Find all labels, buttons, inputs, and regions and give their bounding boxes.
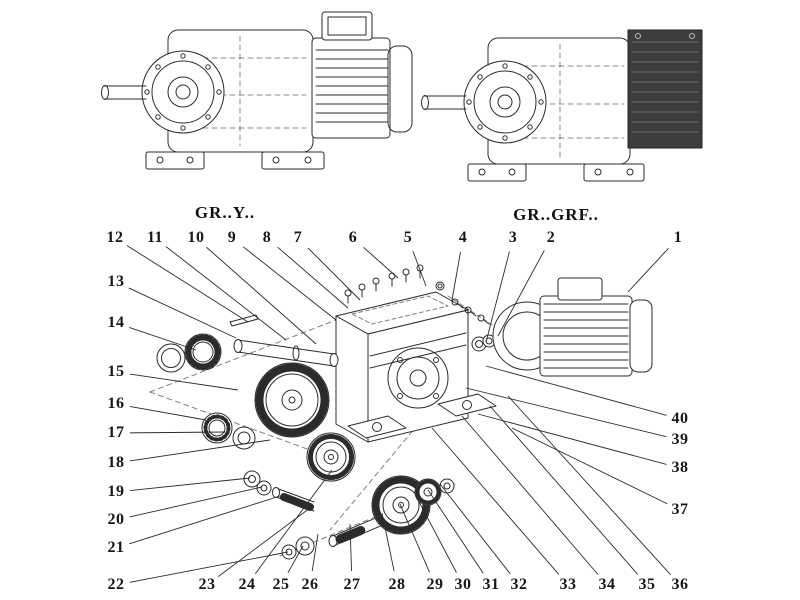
leader-line-26 (311, 533, 319, 572)
callout-number-5: 5 (403, 229, 413, 246)
callout-number-13: 13 (107, 273, 125, 290)
callout-number-9: 9 (227, 229, 237, 246)
leader-line-24 (254, 469, 333, 575)
leader-line-28 (381, 512, 395, 572)
leader-line-33 (431, 427, 560, 575)
callout-number-34: 34 (598, 576, 616, 593)
leader-line-9 (242, 246, 337, 321)
leader-line-25 (287, 545, 304, 574)
callout-number-7: 7 (293, 229, 303, 246)
leader-line-10 (206, 246, 317, 345)
callout-number-15: 15 (107, 363, 125, 380)
leader-line-4 (451, 251, 461, 301)
callout-number-17: 17 (107, 424, 125, 441)
leader-line-30 (415, 495, 457, 573)
leader-line-39 (465, 387, 667, 438)
large-gear (254, 362, 330, 438)
variant-label-gr-y: GR..Y.. (194, 203, 256, 222)
leader-line-37 (511, 427, 668, 505)
leader-line-18 (129, 439, 271, 462)
callout-number-19: 19 (107, 483, 125, 500)
leader-line-36 (507, 395, 671, 575)
callout-number-35: 35 (638, 576, 656, 593)
callout-number-33: 33 (559, 576, 577, 593)
callout-number-25: 25 (272, 576, 290, 593)
callout-number-18: 18 (107, 454, 125, 471)
callout-number-1: 1 (673, 229, 683, 246)
leader-line-13 (128, 287, 237, 339)
exploded-motor (471, 277, 653, 377)
callout-number-10: 10 (187, 229, 205, 246)
leader-line-27 (349, 523, 352, 572)
callout-number-31: 31 (482, 576, 500, 593)
callout-number-30: 30 (454, 576, 472, 593)
leader-line-29 (399, 503, 430, 573)
callout-number-6: 6 (348, 229, 358, 246)
compact-drive-block (627, 29, 703, 149)
leader-line-23 (217, 507, 311, 577)
callout-number-8: 8 (262, 229, 272, 246)
leader-line-14 (129, 327, 197, 351)
callout-number-27: 27 (343, 576, 361, 593)
callout-number-11: 11 (146, 229, 164, 246)
flange-bolts (447, 295, 501, 331)
leader-line-15 (129, 373, 239, 391)
callout-number-37: 37 (671, 501, 689, 518)
leader-line-22 (129, 551, 289, 583)
leader-line-1 (627, 247, 669, 293)
leader-line-5 (412, 250, 427, 287)
leader-line-6 (363, 246, 399, 279)
callout-number-23: 23 (198, 576, 216, 593)
callout-number-21: 21 (107, 539, 125, 556)
variant-label-gr-grf: GR..GRF.. (513, 205, 599, 224)
leader-line-31 (427, 489, 484, 574)
leader-line-32 (439, 483, 511, 575)
callout-number-16: 16 (107, 395, 125, 412)
leader-line-8 (277, 246, 349, 309)
leader-line-16 (129, 406, 207, 421)
callout-number-39: 39 (671, 431, 689, 448)
input-shaft (229, 314, 339, 367)
leader-line-21 (129, 495, 281, 545)
callout-number-32: 32 (510, 576, 528, 593)
callout-number-22: 22 (107, 576, 125, 593)
leader-line-35 (489, 405, 639, 575)
leader-line-2 (497, 250, 545, 337)
intermediate-gear (306, 432, 356, 482)
callout-number-26: 26 (301, 576, 319, 593)
leader-line-34 (461, 415, 599, 575)
leader-line-20 (129, 486, 263, 518)
callout-number-20: 20 (107, 511, 125, 528)
callout-number-3: 3 (508, 229, 518, 246)
leader-line-7 (307, 247, 361, 301)
callout-number-36: 36 (671, 576, 689, 593)
callout-number-4: 4 (458, 229, 468, 246)
callout-number-12: 12 (106, 229, 124, 246)
leader-line-12 (126, 245, 249, 323)
callout-number-40: 40 (671, 410, 689, 427)
callout-number-24: 24 (238, 576, 256, 593)
assembled-view-left (101, 11, 413, 170)
leader-line-40 (485, 365, 667, 416)
callout-number-29: 29 (426, 576, 444, 593)
leader-line-38 (477, 413, 667, 465)
leader-line-19 (129, 477, 251, 491)
gear-housing (335, 291, 497, 443)
seal-and-ring (156, 333, 222, 373)
bearings (201, 412, 256, 450)
callout-number-38: 38 (671, 459, 689, 476)
assembled-view-right (421, 29, 703, 182)
cover-bolts (344, 264, 445, 304)
leader-line-17 (129, 431, 226, 434)
leader-line-3 (485, 251, 510, 343)
callout-number-14: 14 (107, 314, 125, 331)
exploded-view (149, 264, 653, 560)
leader-line-11 (165, 246, 287, 341)
pinion-assembly (243, 470, 315, 512)
callout-number-28: 28 (388, 576, 406, 593)
callout-number-2: 2 (546, 229, 556, 246)
